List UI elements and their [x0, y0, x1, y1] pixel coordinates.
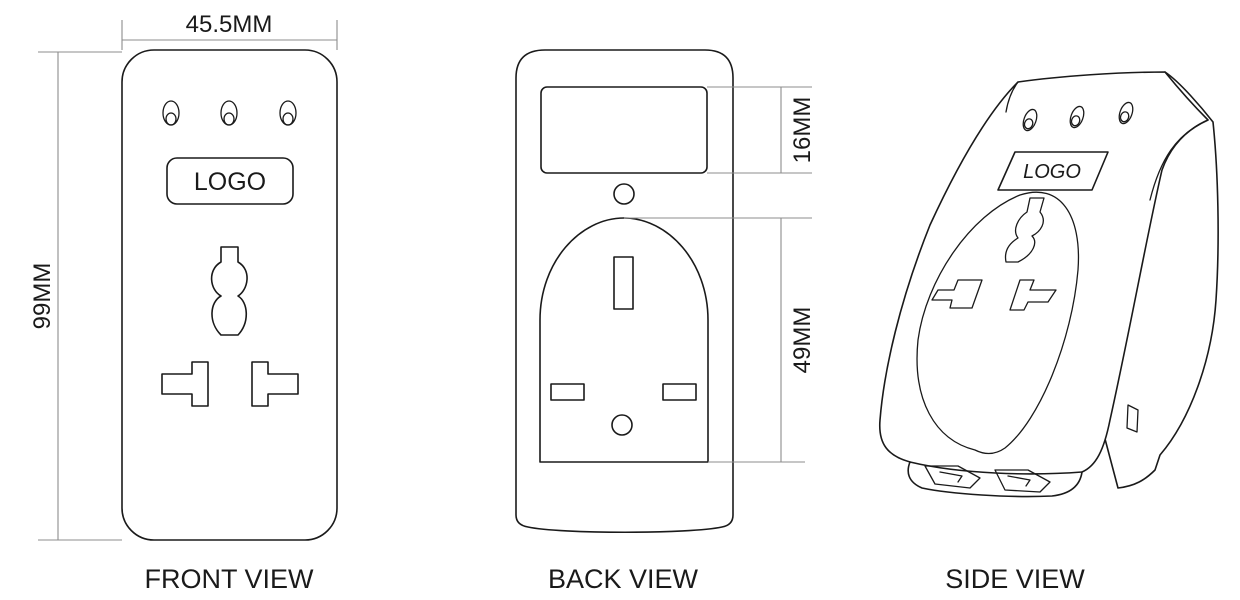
- side-plug-pin: [1126, 404, 1139, 433]
- back-socket-hole-icon: [611, 414, 633, 436]
- back-body-outline: [515, 49, 734, 534]
- back-socket-dimension: 49MM: [624, 217, 816, 463]
- back-socket-right-slot-icon: [662, 383, 697, 401]
- side-socket-oval: [916, 191, 1080, 455]
- side-view: LOGO SIDE VIEW: [879, 71, 1219, 594]
- front-indicator-lights: [162, 100, 297, 126]
- back-view-label: BACK VIEW: [548, 564, 699, 594]
- back-display-window: [540, 86, 708, 174]
- front-socket-right-slot-icon: [251, 361, 299, 407]
- front-view-label: FRONT VIEW: [144, 564, 314, 594]
- side-logo-text: LOGO: [1023, 161, 1081, 183]
- back-socket-earth-slot-icon: [613, 256, 634, 310]
- side-socket-right-slot-icon: [1009, 279, 1057, 311]
- front-height-dimension: 99MM: [29, 51, 122, 541]
- front-body-outline: [121, 49, 338, 541]
- side-view-label: SIDE VIEW: [945, 564, 1085, 594]
- side-right-face-edge: [1149, 119, 1209, 201]
- front-view: LOGO 45.5MM 99MM FRONT VIEW: [29, 11, 338, 594]
- side-socket-top-slot-icon: [1004, 197, 1045, 263]
- front-width-dimension: 45.5MM: [121, 11, 338, 50]
- front-logo-text: LOGO: [194, 168, 266, 196]
- side-body-outline: [879, 71, 1209, 475]
- indicator-light-icon: [1069, 105, 1085, 129]
- side-bottom-slot-detail: [939, 471, 1031, 487]
- indicator-light-icon: [279, 100, 297, 126]
- back-view: 16MM 49MM BACK VIEW: [515, 49, 816, 594]
- side-indicator-lights: [1022, 101, 1134, 132]
- back-socket-face: [539, 217, 709, 463]
- front-socket-left-slot-icon: [161, 361, 209, 407]
- side-logo-box: [997, 151, 1109, 191]
- front-width-label: 45.5MM: [186, 11, 273, 38]
- indicator-light-icon: [220, 100, 238, 126]
- side-plug-body: [1099, 71, 1219, 489]
- indicator-light-icon: [162, 100, 180, 126]
- back-window-label: 16MM: [789, 97, 816, 164]
- indicator-light-icon: [1118, 101, 1134, 125]
- side-socket-left-slot-icon: [931, 279, 983, 309]
- front-logo-box: [166, 157, 294, 205]
- back-button-icon: [613, 183, 635, 205]
- side-top-face-edge: [1005, 81, 1019, 113]
- front-height-label: 99MM: [29, 263, 56, 330]
- side-bottom-slot-left-icon: [924, 465, 981, 489]
- back-socket-label: 49MM: [789, 307, 816, 374]
- side-bottom-slot-right-icon: [994, 469, 1051, 493]
- back-window-dimension: 16MM: [707, 86, 816, 174]
- front-socket-top-slot-icon: [210, 246, 248, 336]
- back-socket-left-slot-icon: [550, 383, 585, 401]
- indicator-light-icon: [1022, 108, 1038, 132]
- side-bottom-base: [907, 461, 1083, 498]
